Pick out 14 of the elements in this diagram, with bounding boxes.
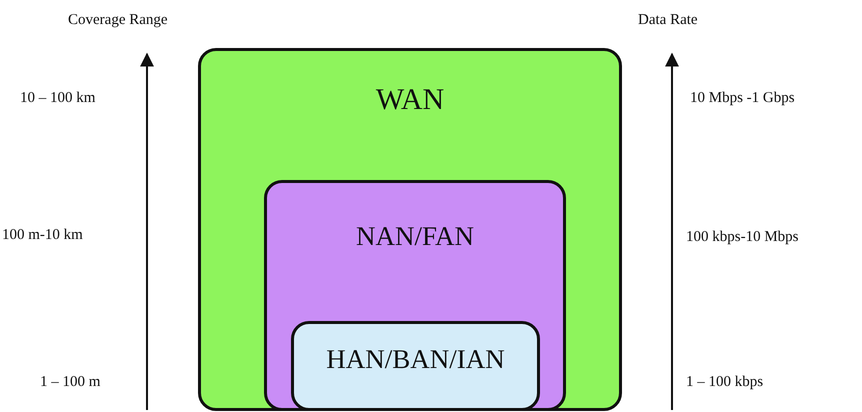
data-rate-value: 1 – 100 kbps: [686, 374, 764, 391]
data-rate-value: 10 Mbps -1 Gbps: [690, 90, 795, 107]
coverage-range-value: 100 m-10 km: [2, 227, 83, 244]
network-label: HAN/BAN/IAN: [325, 344, 506, 375]
coverage-range-value: 1 – 100 m: [40, 374, 100, 391]
axis-title: Data Rate: [638, 12, 698, 29]
data-rate-value: 100 kbps-10 Mbps: [686, 229, 799, 246]
network-label: NAN/FAN: [354, 221, 475, 252]
network-box: [198, 48, 622, 411]
network-label: WAN: [374, 83, 446, 117]
axis-title: Coverage Range: [68, 12, 168, 29]
coverage-range-value: 10 – 100 km: [20, 90, 96, 107]
network-box: [264, 180, 566, 411]
network-box: [291, 321, 540, 411]
